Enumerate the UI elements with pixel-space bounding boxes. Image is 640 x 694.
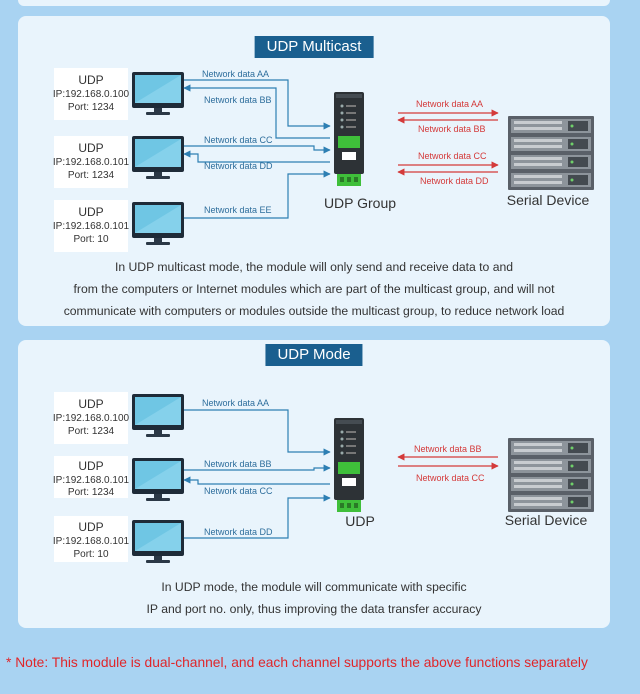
serial-link-label: Network data DD	[420, 176, 489, 186]
serial-link-label: Network data BB	[414, 444, 482, 454]
link-label: Network data DD	[204, 527, 273, 537]
host-name: UDP	[78, 397, 103, 411]
link-line	[184, 464, 331, 472]
description-line: from the computers or Internet modules w…	[73, 282, 555, 296]
host-box-2: UDP IP:192.168.0.101 Port: 1234	[53, 136, 130, 188]
host-port: Port: 1234	[68, 487, 115, 498]
previous-panel-edge	[18, 0, 610, 6]
serial-link-label: Network data BB	[418, 124, 486, 134]
host-box-2: UDP IP:192.168.0.101 Port: 1234	[53, 456, 130, 498]
host-name: UDP	[78, 520, 103, 534]
computer-icon	[132, 136, 184, 179]
udp-multicast-panel: UDP Multicast	[18, 16, 610, 326]
host-port: Port: 10	[73, 549, 108, 560]
link-label: Network data EE	[204, 205, 272, 215]
computer-icon	[132, 520, 184, 563]
host-name: UDP	[78, 73, 103, 87]
computer-icon	[132, 72, 184, 115]
device-label: UDP	[345, 513, 375, 529]
computer-icon	[132, 394, 184, 437]
module-icon	[334, 418, 364, 512]
host-box-1: UDP IP:192.168.0.100 Port: 1234	[53, 68, 130, 120]
udp-mode-panel: UDP Mode UDP IP:192.168.0.100 Port: 1234…	[18, 340, 610, 628]
host-port: Port: 10	[73, 234, 108, 245]
host-box-3: UDP IP:192.168.0.101 Port: 10	[53, 200, 130, 252]
host-ip: IP:192.168.0.101	[53, 475, 130, 486]
host-name: UDP	[78, 459, 103, 473]
host-name: UDP	[78, 141, 103, 155]
server-rack-icon	[508, 438, 594, 512]
link-line	[183, 150, 330, 163]
panel-title: UDP Mode	[265, 344, 363, 366]
host-box-1: UDP IP:192.168.0.100 Port: 1234	[53, 392, 130, 444]
link-label: Network data BB	[204, 95, 272, 105]
link-label: Network data DD	[204, 161, 273, 171]
host-ip: IP:192.168.0.101	[53, 157, 130, 168]
host-ip: IP:192.168.0.101	[53, 221, 130, 232]
host-box-3: UDP IP:192.168.0.101 Port: 10	[53, 516, 130, 562]
link-line	[184, 494, 331, 539]
serial-device-label: Serial Device	[505, 512, 588, 528]
link-label: Network data AA	[202, 398, 269, 408]
computer-icon	[132, 202, 184, 245]
link-line	[184, 170, 331, 219]
description-line: IP and port no. only, thus improving the…	[146, 602, 482, 616]
host-ip: IP:192.168.0.100	[53, 89, 130, 100]
host-port: Port: 1234	[68, 102, 115, 113]
multicast-description: In UDP multicast mode, the module will o…	[18, 256, 610, 322]
link-line	[184, 79, 331, 130]
link-label: Network data AA	[202, 69, 269, 79]
link-line	[183, 476, 330, 485]
udp-description: In UDP mode, the module will communicate…	[18, 576, 610, 620]
udp-diagram: UDP IP:192.168.0.100 Port: 1234 UDP IP:1…	[53, 392, 594, 563]
host-port: Port: 1234	[68, 170, 115, 181]
link-label: Network data BB	[204, 459, 272, 469]
link-label: Network data CC	[204, 486, 273, 496]
host-name: UDP	[78, 205, 103, 219]
dual-channel-note: * Note: This module is dual-channel, and…	[6, 655, 588, 670]
description-line: In UDP mode, the module will communicate…	[161, 580, 467, 594]
serial-link-label: Network data CC	[418, 151, 487, 161]
module-icon	[334, 92, 364, 186]
serial-device-label: Serial Device	[507, 192, 590, 208]
host-ip: IP:192.168.0.101	[53, 536, 130, 547]
multicast-diagram: UDP IP:192.168.0.100 Port: 1234 UDP IP:1…	[53, 68, 594, 252]
link-line	[184, 145, 331, 154]
serial-link-label: Network data CC	[416, 473, 485, 483]
link-label: Network data CC	[204, 135, 273, 145]
device-label: UDP Group	[324, 195, 396, 211]
server-rack-icon	[508, 116, 594, 190]
link-line	[183, 84, 330, 139]
host-ip: IP:192.168.0.100	[53, 413, 130, 424]
panel-title: UDP Multicast	[254, 36, 374, 58]
link-line	[184, 409, 331, 456]
host-port: Port: 1234	[68, 426, 115, 437]
description-line: communicate with computers or modules ou…	[63, 304, 565, 318]
computer-icon	[132, 458, 184, 501]
serial-link-label: Network data AA	[416, 99, 483, 109]
description-line: In UDP multicast mode, the module will o…	[114, 260, 514, 274]
